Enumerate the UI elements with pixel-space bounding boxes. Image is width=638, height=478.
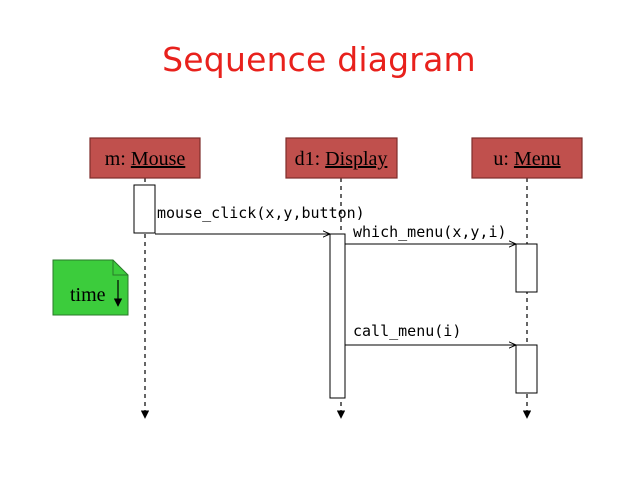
page-title: Sequence diagram	[162, 40, 476, 79]
note-label: time	[70, 284, 106, 306]
activation-menu-2	[515, 344, 538, 394]
activation-display	[329, 233, 346, 399]
object-name: d1	[295, 148, 315, 170]
object-class: Menu	[514, 148, 561, 170]
activation-mouse	[133, 184, 156, 234]
activation-menu-1	[515, 243, 538, 293]
svg-text:m: Mouse: m: Mouse	[105, 148, 186, 170]
object-name: m	[105, 148, 121, 170]
time-note: time	[52, 259, 129, 316]
object-mouse: m: Mouse	[89, 137, 201, 179]
message-label-mouse-click: mouse_click(x,y,button)	[157, 204, 365, 222]
object-class: Mouse	[131, 148, 186, 170]
svg-text:u: Menu: u: Menu	[493, 148, 560, 170]
object-display: d1: Display	[285, 137, 398, 179]
object-class: Display	[325, 148, 387, 170]
message-label-call-menu: call_menu(i)	[353, 322, 461, 340]
object-menu: u: Menu	[471, 137, 583, 179]
message-label-which-menu: which_menu(x,y,i)	[353, 223, 507, 241]
svg-text:d1: Display: d1: Display	[295, 148, 388, 170]
object-name: u	[493, 148, 503, 170]
